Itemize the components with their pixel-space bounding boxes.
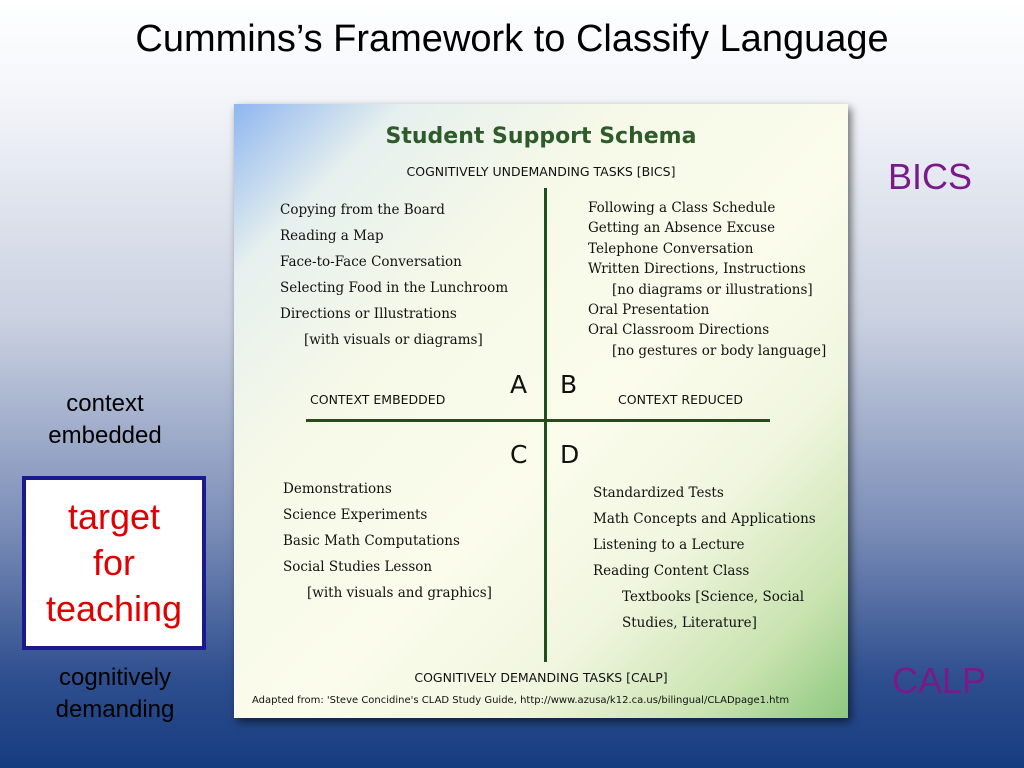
list-item: Oral Classroom Directions bbox=[588, 322, 770, 339]
list-item: Reading Content Class bbox=[593, 563, 750, 579]
cognitively-demanding-line: cognitively bbox=[58, 664, 172, 691]
list-item: Written Directions, Instructions bbox=[588, 261, 806, 278]
quadrant-d-list: Standardized Tests Math Concepts and App… bbox=[593, 485, 816, 641]
list-item: Listening to a Lecture bbox=[593, 537, 745, 553]
list-item: Reading a Map bbox=[280, 228, 384, 244]
list-item: Social Studies Lesson bbox=[283, 559, 433, 575]
list-item: Telephone Conversation bbox=[588, 240, 754, 257]
horizontal-axis bbox=[306, 419, 770, 422]
list-item: Basic Math Computations bbox=[283, 533, 460, 549]
cognitively-demanding-label: cognitively demanding bbox=[30, 662, 200, 726]
quadrant-letter-c: C bbox=[510, 440, 528, 469]
quadrant-letter-a: A bbox=[510, 370, 528, 399]
source-credit: Adapted from: 'Steve Concidine's CLAD St… bbox=[252, 695, 790, 706]
list-item: [with visuals and graphics] bbox=[307, 585, 492, 601]
list-item: Directions or Illustrations bbox=[280, 306, 457, 322]
student-support-schema: Student Support Schema COGNITIVELY UNDEM… bbox=[234, 104, 848, 718]
quadrant-b-list: Following a Class Schedule Getting an Ab… bbox=[588, 200, 826, 363]
slide-title: Cummins’s Framework to Classify Language bbox=[135, 18, 889, 60]
list-item: Getting an Absence Excuse bbox=[588, 220, 776, 237]
bics-label: BICS bbox=[888, 156, 973, 197]
target-line: teaching bbox=[45, 588, 183, 629]
calp-label: CALP bbox=[892, 660, 987, 701]
list-item: Science Experiments bbox=[283, 507, 428, 523]
list-item: Face-to-Face Conversation bbox=[280, 254, 462, 270]
context-embedded-label: context embedded bbox=[30, 388, 180, 452]
bottom-caption: COGNITIVELY DEMANDING TASKS [CALP] bbox=[414, 670, 668, 685]
list-item: Demonstrations bbox=[283, 481, 392, 497]
left-caption: CONTEXT EMBEDDED bbox=[310, 392, 446, 407]
top-caption: COGNITIVELY UNDEMANDING TASKS [BICS] bbox=[406, 164, 676, 179]
list-item: [with visuals or diagrams] bbox=[304, 332, 483, 348]
list-item: Textbooks [Science, Social bbox=[622, 589, 805, 605]
list-item: Oral Presentation bbox=[588, 301, 710, 318]
list-item: Standardized Tests bbox=[593, 485, 724, 501]
list-item: Math Concepts and Applications bbox=[593, 511, 816, 527]
list-item: Studies, Literature] bbox=[622, 615, 757, 631]
target-line: target bbox=[67, 496, 161, 537]
target-for-teaching-text: target for teaching bbox=[29, 494, 199, 632]
list-item: Selecting Food in the Lunchroom bbox=[280, 280, 509, 296]
quadrant-c-list: Demonstrations Science Experiments Basic… bbox=[283, 481, 492, 611]
context-embedded-line: context bbox=[66, 390, 144, 417]
schema-title: Student Support Schema bbox=[385, 124, 697, 149]
vertical-axis bbox=[544, 188, 547, 662]
list-item: [no diagrams or illustrations] bbox=[612, 281, 813, 298]
quadrant-letter-d: D bbox=[560, 440, 580, 469]
list-item: [no gestures or body language] bbox=[612, 342, 827, 359]
list-item: Copying from the Board bbox=[280, 202, 445, 218]
target-for-teaching-box: target for teaching bbox=[22, 476, 206, 650]
quadrant-letter-b: B bbox=[560, 370, 578, 399]
right-caption: CONTEXT REDUCED bbox=[618, 392, 744, 407]
list-item: Following a Class Schedule bbox=[588, 200, 776, 216]
cognitively-demanding-line: demanding bbox=[55, 696, 175, 723]
context-embedded-line: embedded bbox=[48, 422, 162, 449]
target-line: for bbox=[92, 542, 135, 583]
quadrant-a-list: Copying from the Board Reading a Map Fac… bbox=[280, 202, 508, 358]
